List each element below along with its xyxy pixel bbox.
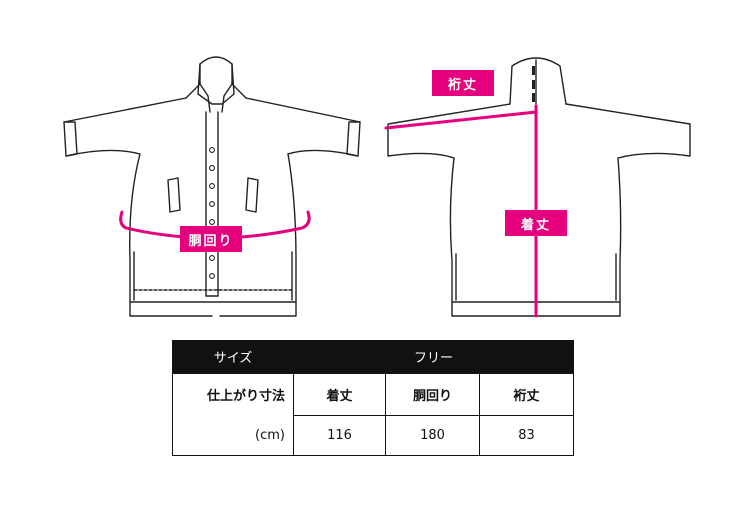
column-length-header: 着丈 (293, 372, 386, 417)
size-label: サイズ (172, 340, 294, 374)
waist-value: 180 (385, 415, 480, 456)
column-sleeve-header: 裄丈 (478, 372, 575, 417)
body-length-label: 着丈 (505, 210, 567, 236)
size-table-column-row: 仕上がり寸法 着丈 胴回り 裄丈 (172, 372, 575, 417)
column-waist-header: 胴回り (385, 372, 480, 417)
sleeve-length-line (384, 110, 538, 130)
length-value: 116 (293, 415, 386, 456)
size-table: サイズ フリー 仕上がり寸法 着丈 胴回り 裄丈 (cm) 116 180 83 (172, 340, 575, 456)
unit-label: (cm) (172, 415, 294, 456)
sleeve-length-label: 裄丈 (432, 70, 494, 96)
size-table-header-row: サイズ フリー (172, 340, 575, 374)
snap-buttons (209, 147, 215, 279)
finished-size-label: 仕上がり寸法 (172, 372, 294, 416)
front-view (63, 56, 361, 317)
sleeve-value: 83 (478, 415, 575, 456)
size-table-value-row: (cm) 116 180 83 (172, 415, 575, 456)
size-value: フリー (292, 340, 575, 374)
waist-label: 胴回り (180, 226, 242, 252)
back-view (387, 57, 691, 317)
hood-vents (532, 66, 535, 102)
